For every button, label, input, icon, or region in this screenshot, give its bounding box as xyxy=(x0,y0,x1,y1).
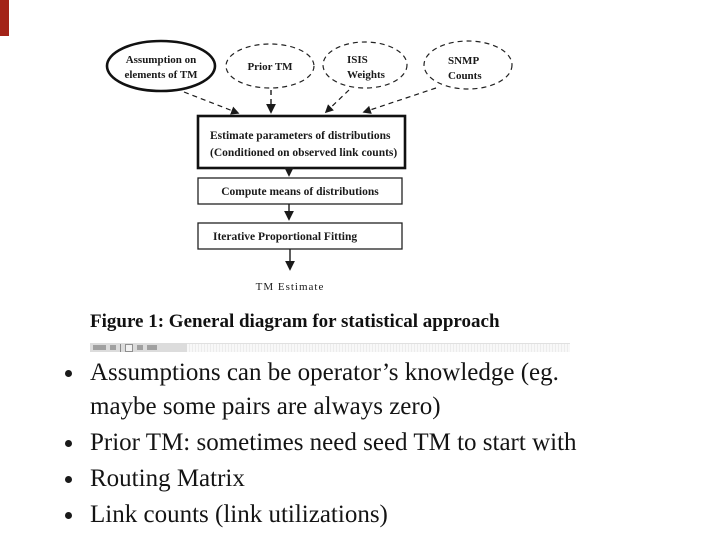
bullet-text: Prior TM: sometimes need seed TM to star… xyxy=(90,426,678,460)
bullet-line: Assumptions can be operator’s knowledge … xyxy=(90,359,559,386)
node-label: Assumption on xyxy=(126,54,197,66)
bullet-marker xyxy=(58,356,90,377)
bullet-line: maybe some pairs are always zero) xyxy=(90,393,441,420)
ellipse-snmp-counts xyxy=(423,40,513,90)
bullet-marker xyxy=(58,462,90,483)
node-label: elements of TM xyxy=(124,69,198,81)
figure-caption: Figure 1: General diagram for statistica… xyxy=(90,311,500,332)
source-node-snmp-counts: SNMP Counts xyxy=(423,40,513,90)
bullet-text: Link counts (link utilizations) xyxy=(90,498,678,532)
toolbar-fragment-icon xyxy=(125,343,133,352)
box-label: Compute means of distributions xyxy=(221,186,379,198)
ellipse-assumption xyxy=(105,39,217,93)
toolbar-fragment-icon xyxy=(147,345,157,350)
connector-isis-arrow xyxy=(324,89,350,114)
bullet-line: Prior TM: sometimes need seed TM to star… xyxy=(90,429,577,456)
bullet-line: Routing Matrix xyxy=(90,465,245,492)
step-box-iterative-proportional-fitting: Iterative Proportional Fitting xyxy=(197,222,403,250)
bullet-item-link-counts: Link counts (link utilizations) xyxy=(58,498,678,532)
step-box-compute-means: Compute means of distributions xyxy=(197,177,403,205)
bullet-marker xyxy=(58,498,90,519)
toolbar-fragment-icon xyxy=(93,345,106,350)
ellipse-isis-weights xyxy=(322,41,408,89)
result-label-tm-estimate: TM Estimate xyxy=(256,281,325,293)
toolbar-separator xyxy=(120,343,121,352)
connector-snmp-arrow xyxy=(362,87,437,114)
box-label: (Conditioned on observed link counts) xyxy=(210,147,397,159)
source-node-prior-tm: Prior TM xyxy=(225,43,315,89)
bullet-item-assumptions: Assumptions can be operator’s knowledge … xyxy=(58,356,678,424)
box-label: Estimate parameters of distributions xyxy=(210,130,391,142)
toolbar-fragment-icon xyxy=(137,345,143,350)
step-box-estimate-parameters: Estimate parameters of distributions (Co… xyxy=(196,114,407,170)
bullet-list: Assumptions can be operator’s knowledge … xyxy=(58,356,678,534)
bullet-item-routing-matrix: Routing Matrix xyxy=(58,462,678,496)
bullet-marker xyxy=(58,426,90,447)
bullet-line: Link counts (link utilizations) xyxy=(90,501,388,528)
connector-assumption-arrow xyxy=(183,91,240,115)
bullet-text: Routing Matrix xyxy=(90,462,678,496)
node-label: SNMP xyxy=(448,55,479,67)
node-label: Prior TM xyxy=(247,61,293,73)
viewer-toolbar-icons xyxy=(90,343,187,352)
box-ipf xyxy=(197,222,403,250)
source-node-assumption: Assumption on elements of TM xyxy=(105,39,217,93)
node-label: Weights xyxy=(347,69,386,81)
box-estimate xyxy=(196,114,407,170)
accent-bar xyxy=(0,0,9,36)
box-compute xyxy=(197,177,403,205)
node-label: Counts xyxy=(448,70,482,82)
ellipse-prior-tm xyxy=(225,43,315,89)
flow-diagram: Assumption on elements of TM Prior TM IS… xyxy=(105,39,513,293)
node-label: ISIS xyxy=(347,54,368,66)
box-label: Iterative Proportional Fitting xyxy=(213,231,357,243)
source-node-isis-weights: ISIS Weights xyxy=(322,41,408,89)
viewer-toolbar-fragment xyxy=(90,343,570,352)
bullet-text: Assumptions can be operator’s knowledge … xyxy=(90,356,678,424)
toolbar-fragment-icon xyxy=(110,345,116,350)
bullet-item-prior-tm: Prior TM: sometimes need seed TM to star… xyxy=(58,426,678,460)
